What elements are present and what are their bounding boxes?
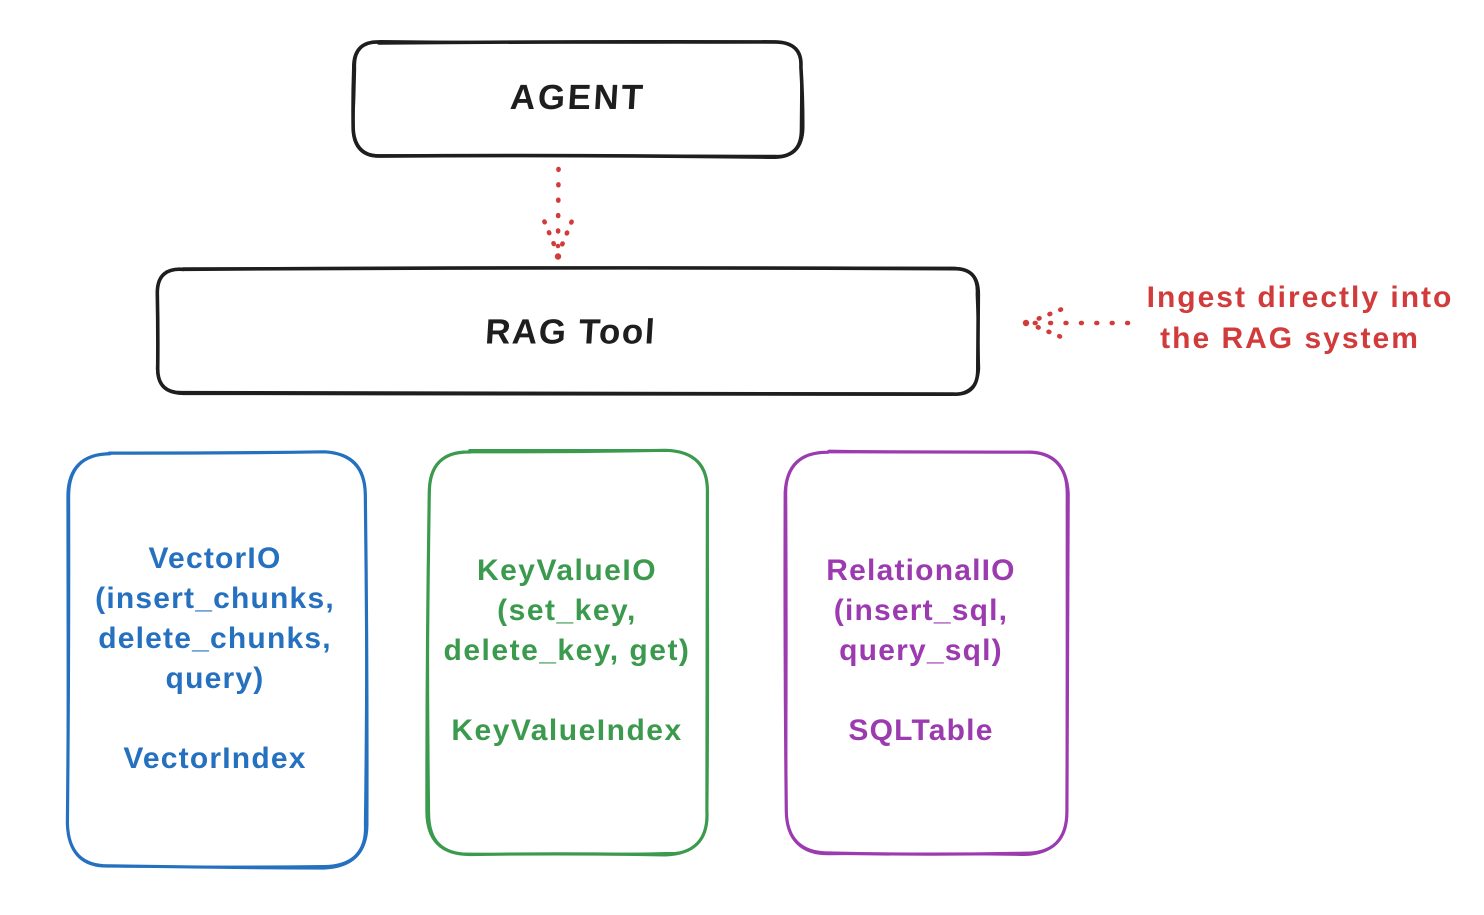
svg-text:(insert_sql,: (insert_sql, xyxy=(834,594,1008,627)
svg-text:(insert_chunks,: (insert_chunks, xyxy=(95,582,335,615)
svg-text:KeyValueIndex: KeyValueIndex xyxy=(451,714,682,747)
svg-text:delete_key, get): delete_key, get) xyxy=(444,634,691,667)
svg-text:RAG Tool: RAG Tool xyxy=(484,313,657,352)
svg-text:delete_chunks,: delete_chunks, xyxy=(98,622,332,655)
svg-text:VectorIO: VectorIO xyxy=(149,542,282,575)
svg-text:(set_key,: (set_key, xyxy=(497,594,637,627)
svg-text:SQLTable: SQLTable xyxy=(848,714,993,747)
svg-text:AGENT: AGENT xyxy=(509,78,646,117)
svg-text:query_sql): query_sql) xyxy=(839,634,1003,667)
svg-text:RelationalIO: RelationalIO xyxy=(826,554,1015,587)
svg-text:VectorIndex: VectorIndex xyxy=(123,742,306,775)
svg-text:KeyValueIO: KeyValueIO xyxy=(477,554,657,587)
svg-text:query): query) xyxy=(166,662,265,695)
svg-text:the RAG system: the RAG system xyxy=(1160,322,1420,355)
svg-text:Ingest directly into: Ingest directly into xyxy=(1147,281,1454,314)
